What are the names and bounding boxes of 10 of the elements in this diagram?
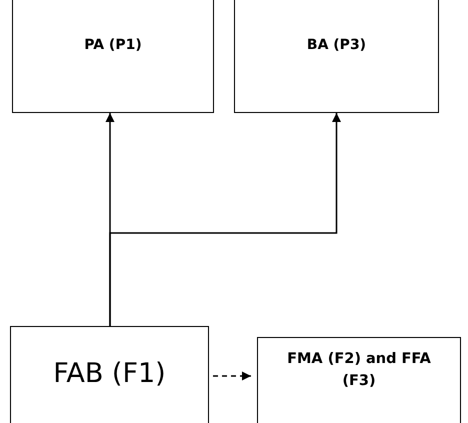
arrow [213, 372, 251, 380]
arrow [109, 113, 341, 326]
process-box [10, 326, 209, 423]
process-box [12, 0, 214, 113]
box-label: BA (P3) [306, 36, 366, 55]
process-box [257, 337, 461, 423]
process-box [234, 0, 439, 113]
box-label: FMA (F2) and FFA (F3) [286, 350, 432, 392]
box-label: FAB (F1) [53, 357, 166, 391]
box-label: PA (P1) [84, 36, 142, 55]
